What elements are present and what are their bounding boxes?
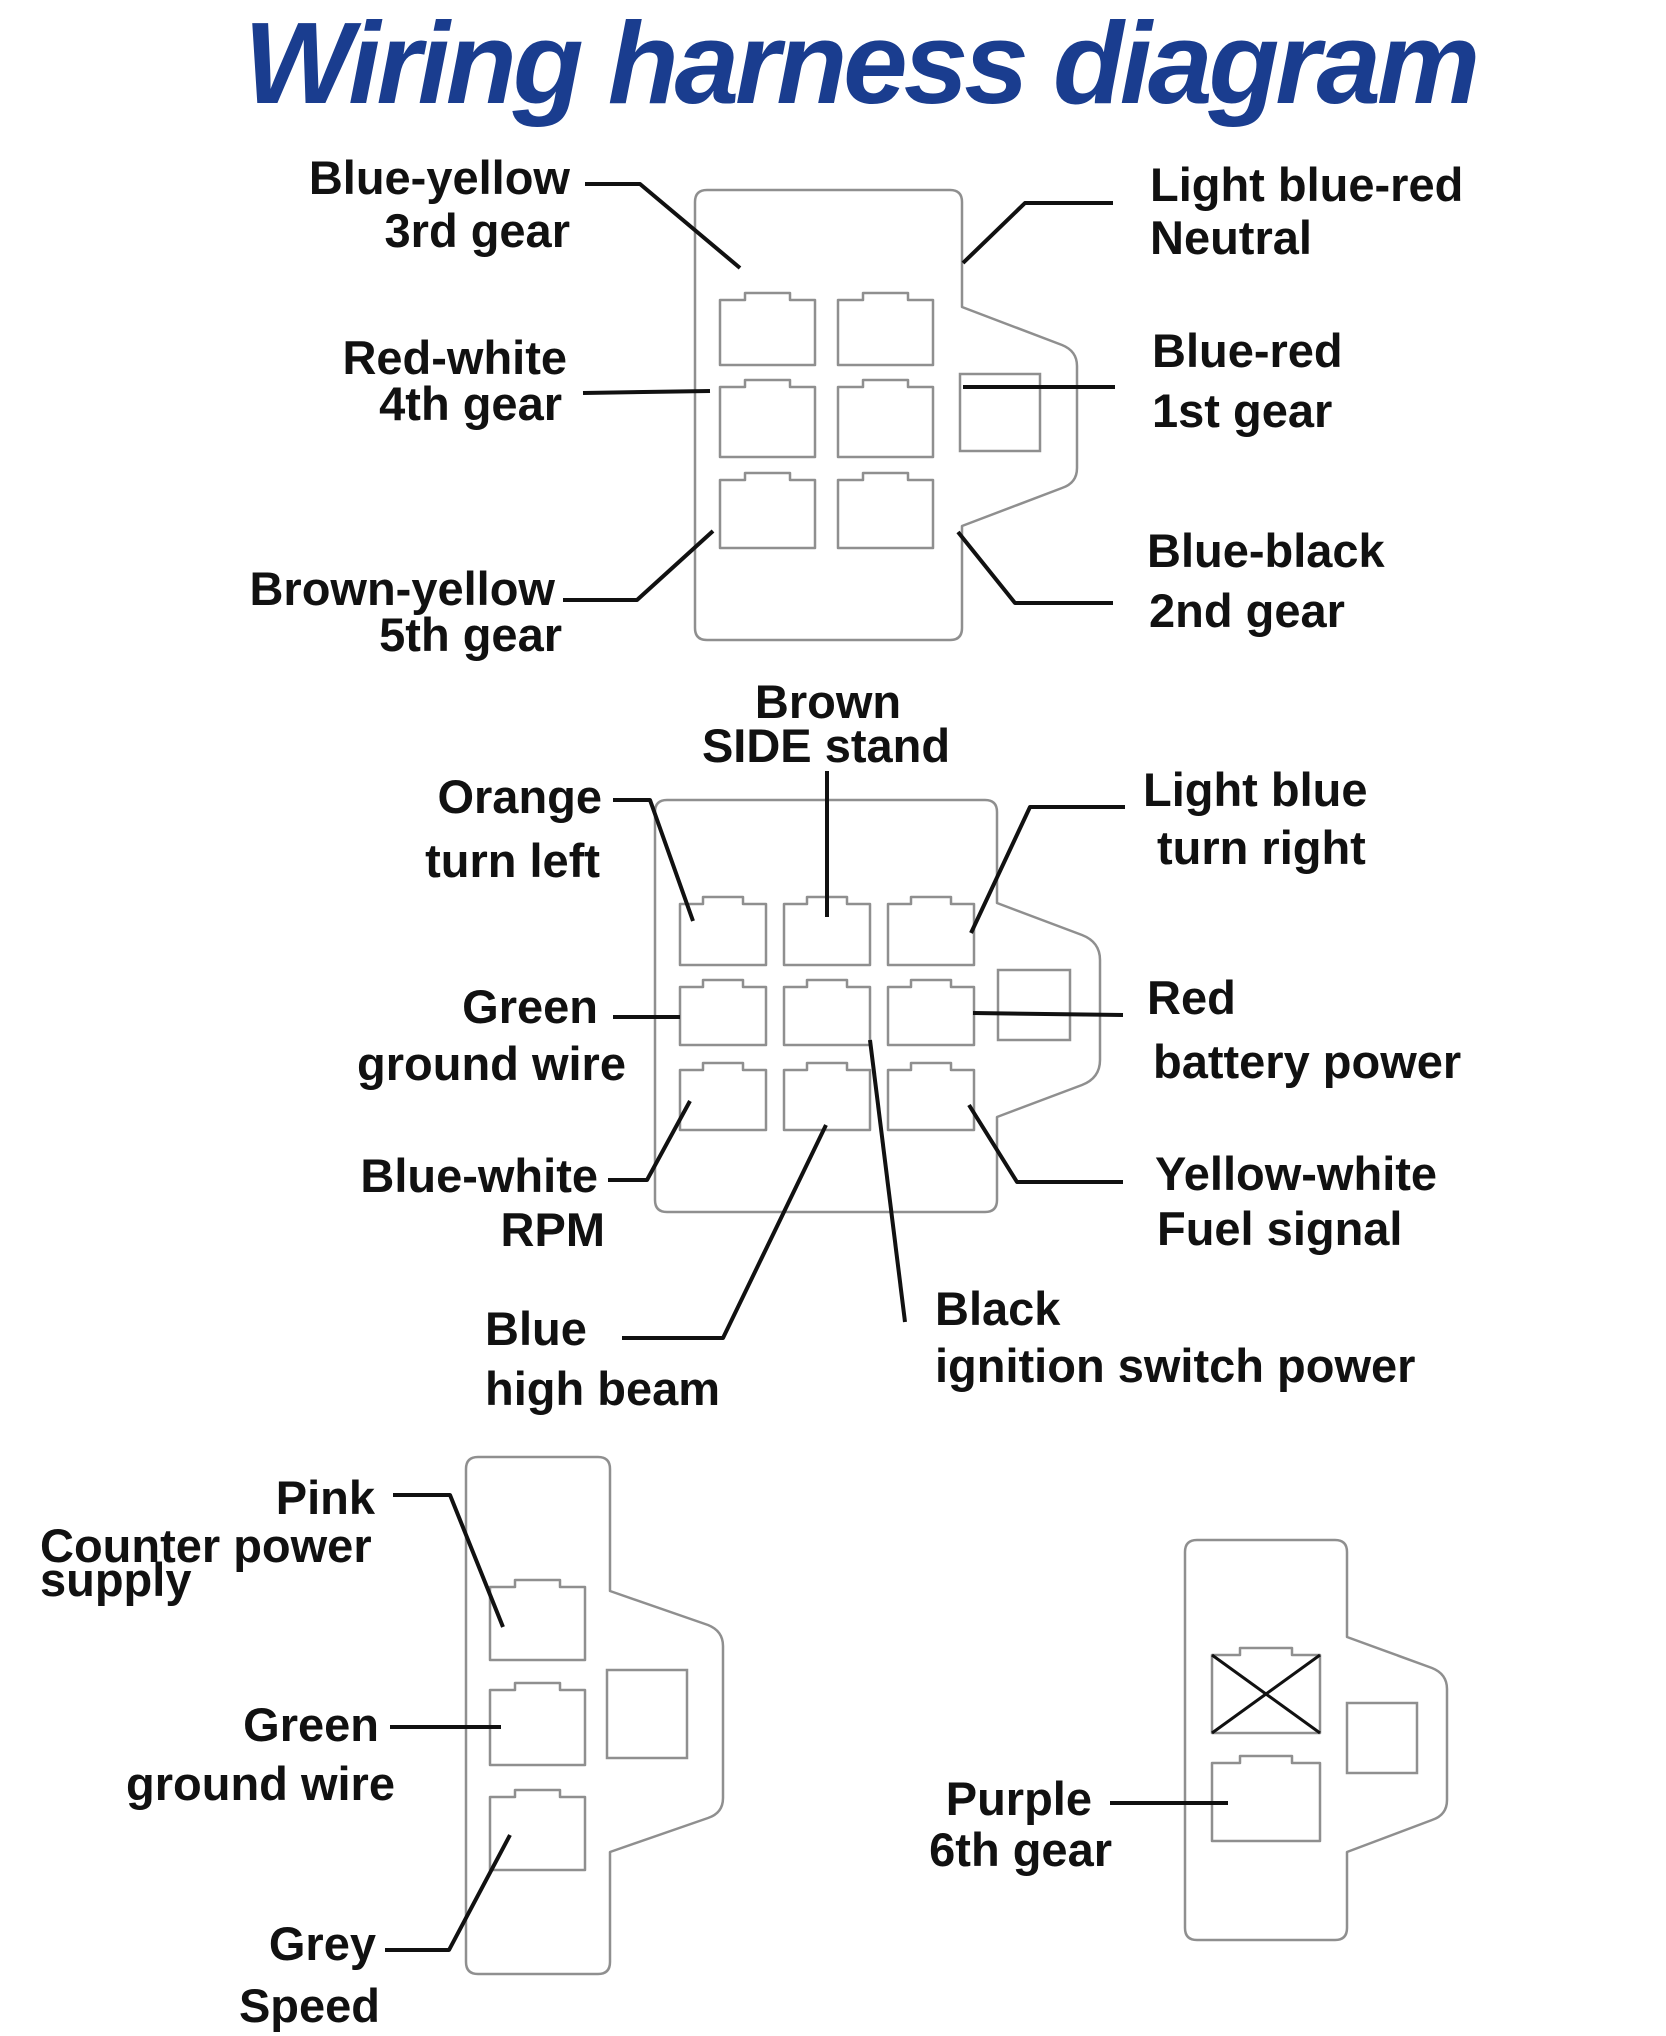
wire-color-label: Blue-yellow <box>309 151 571 204</box>
terminal <box>836 471 935 550</box>
terminal <box>678 978 768 1047</box>
wire-color-label: Blue <box>485 1302 587 1355</box>
sixth-gear-connector-terminals <box>1210 1646 1419 1843</box>
terminal <box>886 1061 976 1132</box>
wire-color-label: Blue-black <box>1147 524 1386 577</box>
leader-line <box>608 1100 692 1182</box>
terminal <box>836 378 935 459</box>
wire-function-label: 6th gear <box>929 1823 1112 1876</box>
wire-color-label: Red-white <box>342 331 567 384</box>
wire-function-label: Speed <box>239 1979 380 2032</box>
wire-color-label: Green <box>462 980 598 1033</box>
wire-color-label: Red <box>1147 971 1236 1024</box>
terminal <box>886 978 976 1047</box>
wire-color-label: Orange <box>437 770 602 823</box>
wire-function-label: 4th gear <box>379 377 562 430</box>
wire-function-label: turn left <box>425 834 600 887</box>
terminal <box>782 978 872 1047</box>
wire-function-label: RPM <box>501 1203 605 1256</box>
wire-function-label: ground wire <box>357 1037 626 1090</box>
leader-line <box>582 389 711 395</box>
wire-function-label: ignition switch power <box>935 1339 1415 1392</box>
terminal <box>718 378 817 459</box>
leader-line <box>563 529 715 602</box>
leader-line <box>613 798 695 922</box>
wire-color-label: Light blue <box>1143 763 1368 816</box>
wire-function-label: Counter power <box>40 1519 372 1572</box>
wire-function-label: battery power <box>1153 1035 1461 1088</box>
leader-line <box>868 1039 907 1323</box>
page-title: Wiring harness diagram <box>244 0 1476 128</box>
sixth-gear-connector-labels: Purple 6th gear <box>929 1772 1112 1876</box>
wire-function-label: ground wire <box>126 1757 395 1810</box>
gear-connector-labels: Blue-yellow 3rd gear Light blue-red Neut… <box>249 151 1463 661</box>
leader-line <box>956 530 1113 605</box>
wire-function-label: 5th gear <box>379 608 562 661</box>
terminal <box>886 895 976 967</box>
gear-connector: Blue-yellow 3rd gear Light blue-red Neut… <box>249 151 1463 661</box>
terminal <box>836 291 935 367</box>
wire-color-label: Light blue-red <box>1150 158 1463 211</box>
terminal <box>488 1578 587 1662</box>
dashboard-connector-terminals <box>678 895 1072 1132</box>
counter-connector-leaders <box>385 1493 512 1952</box>
dashboard-connector-labels: Brown SIDE stand Orange turn left Light … <box>357 675 1461 1415</box>
connector-key <box>605 1668 689 1760</box>
gear-connector-terminals <box>718 291 1042 550</box>
leader-line <box>972 1011 1124 1017</box>
dashboard-connector: Brown SIDE stand Orange turn left Light … <box>357 675 1461 1415</box>
wire-color-label: Blue-white <box>360 1149 598 1202</box>
leader-line <box>585 182 742 270</box>
leader-line <box>969 805 1125 934</box>
wire-function-label: 3rd gear <box>385 204 570 257</box>
unused-terminal-x-icon <box>1211 1653 1321 1735</box>
counter-connector-labels: Pink Counter power supply Green ground w… <box>40 1471 395 2032</box>
terminal <box>718 291 817 367</box>
wire-color-label: Brown <box>755 675 901 728</box>
wire-color-label: Black <box>935 1282 1061 1335</box>
counter-connector: Pink Counter power supply Green ground w… <box>40 1455 725 2032</box>
dashboard-connector-leaders <box>608 771 1125 1340</box>
leader-line <box>961 201 1113 265</box>
wire-function-label: 2nd gear <box>1149 584 1345 637</box>
wire-function-label: Fuel signal <box>1157 1202 1403 1255</box>
connector-key <box>996 968 1072 1042</box>
wire-function-label: SIDE stand <box>702 719 950 772</box>
terminal <box>718 471 817 550</box>
wire-color-label: Green <box>243 1698 379 1751</box>
wire-color-label: Grey <box>269 1917 376 1970</box>
terminal <box>1210 1754 1322 1843</box>
wire-function-label: Neutral <box>1150 211 1312 264</box>
terminal <box>678 1061 768 1132</box>
wire-color-label: Yellow-white <box>1155 1147 1437 1200</box>
terminal <box>782 1061 872 1132</box>
wire-function-label-line2: supply <box>40 1553 191 1606</box>
wire-color-label: Purple <box>946 1772 1092 1825</box>
leader-line <box>622 1124 828 1340</box>
wire-color-label: Blue-red <box>1152 324 1343 377</box>
wire-function-label: turn right <box>1157 821 1366 874</box>
leader-line <box>967 1103 1123 1184</box>
wire-function-label: 1st gear <box>1152 384 1332 437</box>
sixth-gear-connector: Purple 6th gear <box>929 1538 1449 1942</box>
leader-line <box>393 1493 505 1628</box>
connector-key <box>1345 1701 1419 1775</box>
wire-color-label: Pink <box>276 1471 376 1524</box>
terminal <box>488 1788 587 1872</box>
leader-line <box>385 1834 512 1952</box>
wire-function-label: high beam <box>485 1362 720 1415</box>
terminal <box>488 1681 587 1767</box>
wire-color-label: Brown-yellow <box>249 562 555 615</box>
gear-connector-leaders <box>563 182 1115 605</box>
terminal <box>782 895 872 967</box>
terminal <box>678 895 768 967</box>
counter-connector-terminals <box>488 1578 689 1872</box>
